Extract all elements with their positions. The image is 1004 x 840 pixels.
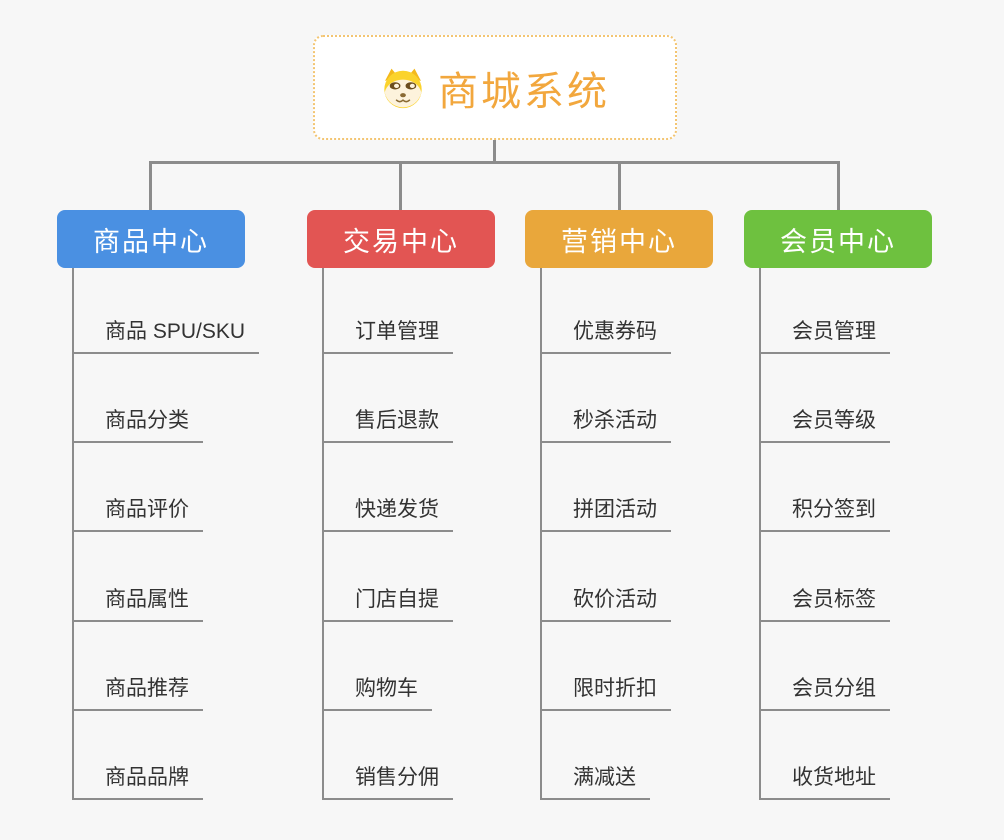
child-topic-label: 会员管理 — [792, 320, 876, 343]
child-topic[interactable]: 优惠券码 — [540, 314, 671, 354]
child-topic-label: 订单管理 — [355, 320, 439, 343]
child-topic[interactable]: 拼团活动 — [540, 492, 671, 533]
root-node[interactable]: 商城系统 — [313, 35, 677, 140]
child-topic[interactable]: 售后退款 — [322, 403, 453, 444]
child-topic[interactable]: 会员分组 — [759, 671, 890, 711]
child-topic-label: 销售分佣 — [355, 766, 439, 789]
child-topic-label: 商品分类 — [105, 409, 189, 433]
child-topic[interactable]: 商品品牌 — [72, 760, 203, 800]
connector-drop-2 — [399, 161, 402, 211]
child-topic-label: 快递发货 — [355, 498, 439, 522]
child-topic[interactable]: 收货地址 — [759, 760, 890, 800]
child-topic-label: 限时折扣 — [573, 676, 657, 700]
child-topic-label: 积分签到 — [792, 498, 876, 522]
child-topic[interactable]: 快递发货 — [322, 492, 453, 533]
branch-trunk-line — [322, 268, 324, 800]
child-topic-label: 秒杀活动 — [573, 409, 657, 433]
branch-node-label: 商品中心 — [93, 226, 209, 257]
child-topic[interactable]: 秒杀活动 — [540, 403, 671, 444]
child-topic-label: 商品推荐 — [105, 676, 189, 700]
child-topic-label: 会员标签 — [792, 587, 876, 611]
child-topic-label: 砍价活动 — [573, 587, 657, 611]
connector-root-stem — [493, 140, 496, 163]
connector-horizontal-bar — [150, 161, 840, 164]
child-topic[interactable]: 砍价活动 — [540, 582, 671, 622]
child-topic-label: 商品品牌 — [105, 766, 189, 789]
branch-trunk-line — [72, 268, 74, 800]
child-topic-label: 商品评价 — [105, 498, 189, 522]
branch-node-label: 会员中心 — [780, 226, 896, 257]
connector-drop-1 — [149, 161, 152, 211]
child-topic[interactable]: 满减送 — [540, 760, 650, 800]
child-topic-label: 商品 SPU/SKU — [105, 320, 246, 343]
branch-node-member-center[interactable]: 会员中心 — [744, 210, 932, 268]
root-title: 商城系统 — [438, 69, 610, 114]
child-topic[interactable]: 商品评价 — [72, 492, 203, 533]
child-topic-label: 售后退款 — [355, 409, 439, 433]
branch-trunk-line — [759, 268, 761, 800]
child-topic-label: 会员等级 — [792, 409, 876, 433]
branch-node-label: 营销中心 — [561, 226, 677, 257]
child-topic[interactable]: 购物车 — [322, 671, 432, 711]
branch-node-label: 交易中心 — [343, 226, 459, 257]
child-topic[interactable]: 积分签到 — [759, 492, 890, 533]
branch-node-marketing-center[interactable]: 营销中心 — [525, 210, 713, 268]
child-topic[interactable]: 商品分类 — [72, 403, 203, 444]
child-topic-label: 满减送 — [573, 766, 636, 789]
branch-node-trade-center[interactable]: 交易中心 — [307, 210, 495, 268]
child-topic[interactable]: 会员标签 — [759, 582, 890, 622]
child-topic-label: 拼团活动 — [573, 498, 657, 522]
child-topic-label: 优惠券码 — [573, 320, 657, 343]
child-topic[interactable]: 商品属性 — [72, 582, 203, 622]
child-topic[interactable]: 门店自提 — [322, 582, 453, 622]
child-topic-label: 收货地址 — [792, 766, 876, 789]
child-topic[interactable]: 限时折扣 — [540, 671, 671, 711]
connector-drop-4 — [837, 161, 840, 211]
child-topic-label: 会员分组 — [792, 676, 876, 700]
child-topic-label: 门店自提 — [355, 587, 439, 611]
child-topic-label: 商品属性 — [105, 587, 189, 611]
child-topic[interactable]: 商品推荐 — [72, 671, 203, 711]
child-topic[interactable]: 会员管理 — [759, 314, 890, 354]
child-topic[interactable]: 订单管理 — [322, 314, 453, 354]
branch-node-product-center[interactable]: 商品中心 — [57, 210, 245, 268]
child-topic-label: 购物车 — [355, 676, 418, 700]
child-topic[interactable]: 商品 SPU/SKU — [72, 314, 260, 354]
child-topic[interactable]: 会员等级 — [759, 403, 890, 444]
connector-drop-3 — [618, 161, 621, 211]
child-topic[interactable]: 销售分佣 — [322, 760, 453, 800]
doge-icon — [384, 68, 422, 108]
branch-trunk-line — [540, 268, 542, 800]
